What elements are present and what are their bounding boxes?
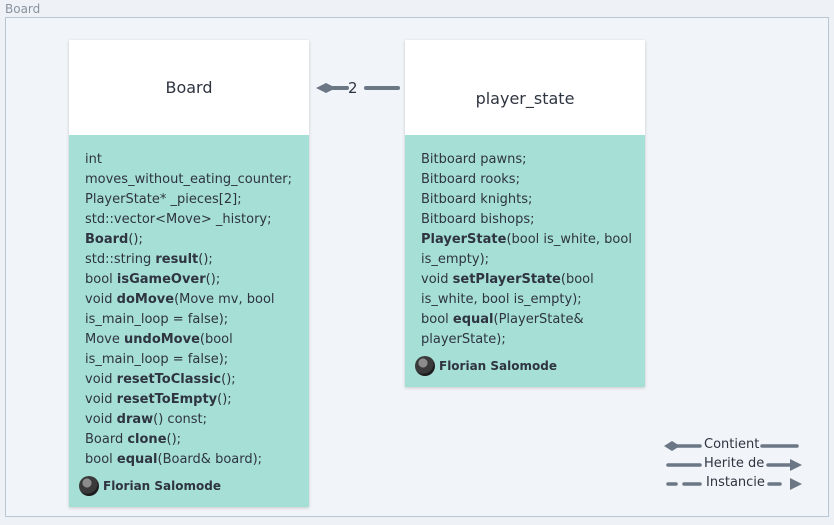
board-member: bool isGameOver(); bbox=[85, 270, 301, 290]
member-type: std::string bbox=[85, 252, 156, 267]
member-name: draw bbox=[116, 412, 154, 427]
player-state-member: bool equal(PlayerState& playerState); bbox=[421, 310, 637, 350]
class-player-state[interactable]: player_state Bitboard pawns; Bitboard roo… bbox=[405, 40, 645, 387]
member-name: undoMove bbox=[124, 332, 200, 347]
member-name: equal bbox=[116, 452, 158, 467]
member-name: doMove bbox=[116, 292, 175, 307]
legend-herite-label: Herite de bbox=[704, 456, 765, 471]
diamond-icon bbox=[316, 83, 336, 93]
legend-herite-line bbox=[666, 459, 802, 471]
member-type: bool bbox=[85, 452, 117, 467]
player-state-member: Bitboard pawns; bbox=[421, 150, 637, 170]
player-state-member: void setPlayerState(bool is_white, bool … bbox=[421, 270, 637, 310]
legend-instancie-label: Instancie bbox=[706, 475, 765, 490]
association-connector[interactable] bbox=[316, 83, 400, 93]
member-name: resetToEmpty bbox=[116, 392, 218, 407]
board-member: bool equal(Board& board); bbox=[85, 450, 301, 470]
arrow-icon bbox=[790, 459, 802, 471]
member-type: Board bbox=[85, 432, 128, 447]
board-member: Move undoMove(bool is_main_loop = false)… bbox=[85, 330, 301, 370]
board-member: std::string result(); bbox=[85, 250, 301, 270]
member-name: setPlayerState bbox=[452, 272, 561, 287]
legend-instancie-line bbox=[666, 478, 802, 490]
board-member: Board clone(); bbox=[85, 430, 301, 450]
player-state-member: Bitboard bishops; bbox=[421, 210, 637, 230]
player-state-member: Bitboard knights; bbox=[421, 190, 637, 210]
board-member: void resetToClassic(); bbox=[85, 370, 301, 390]
player-state-member: Bitboard rooks; bbox=[421, 170, 637, 190]
member-type: void bbox=[85, 372, 117, 387]
class-player-state-members: Bitboard pawns; Bitboard rooks; Bitboard k… bbox=[405, 135, 645, 387]
frame-label: Board bbox=[5, 2, 41, 16]
member-type: Move bbox=[85, 332, 124, 347]
board-member: PlayerState* _pieces[2]; bbox=[85, 190, 301, 210]
author-badge: Florian Salomode bbox=[415, 356, 637, 376]
member-type: bool bbox=[421, 312, 453, 327]
board-member: std::vector<Move> _history; bbox=[85, 210, 301, 230]
member-type: std::vector<Move> _history; bbox=[85, 212, 272, 227]
board-member: void resetToEmpty(); bbox=[85, 390, 301, 410]
member-type: void bbox=[85, 292, 117, 307]
member-type: Bitboard pawns; bbox=[421, 152, 527, 167]
member-name: equal bbox=[452, 312, 494, 327]
member-signature: (); bbox=[198, 252, 213, 267]
association-multiplicity: 2 bbox=[348, 79, 358, 97]
avatar bbox=[415, 356, 435, 376]
member-signature: (); bbox=[166, 432, 182, 447]
member-name: PlayerState bbox=[421, 232, 507, 247]
member-signature: (PlayerState& playerState); bbox=[421, 312, 584, 347]
class-board[interactable]: Board int moves_without_eating_counter; P… bbox=[69, 40, 309, 507]
player-state-member: PlayerState(bool is_white, bool is_empty… bbox=[421, 230, 637, 270]
legend-contient-label: Contient bbox=[704, 437, 760, 452]
member-signature: (); bbox=[205, 272, 221, 287]
member-signature: (); bbox=[217, 392, 232, 407]
board-member: void draw() const; bbox=[85, 410, 301, 430]
member-signature: (); bbox=[128, 232, 143, 247]
author-name: Florian Salomode bbox=[103, 479, 221, 493]
member-name: isGameOver bbox=[116, 272, 206, 287]
member-name: resetToClassic bbox=[116, 372, 222, 387]
member-signature: (bool is_main_loop = false); bbox=[85, 332, 233, 367]
board-member: void doMove(Move mv, bool is_main_loop =… bbox=[85, 290, 301, 330]
member-name: Board bbox=[85, 232, 129, 247]
member-name: clone bbox=[127, 432, 167, 447]
legend-contient-line bbox=[664, 441, 799, 451]
member-type: void bbox=[85, 412, 117, 427]
member-name: result bbox=[155, 252, 199, 267]
arrow-icon bbox=[790, 478, 802, 490]
author-badge: Florian Salomode bbox=[79, 476, 301, 496]
member-type: PlayerState* _pieces[2]; bbox=[85, 192, 242, 207]
member-signature: (Board& board); bbox=[157, 452, 263, 467]
member-type: Bitboard bishops; bbox=[421, 212, 535, 227]
board-member: int moves_without_eating_counter; bbox=[85, 150, 301, 190]
board-member: Board(); bbox=[85, 230, 301, 250]
class-board-title: Board bbox=[69, 40, 309, 135]
author-name: Florian Salomode bbox=[439, 359, 557, 373]
member-type: void bbox=[85, 392, 117, 407]
member-signature: (bool is_white, bool is_empty); bbox=[421, 232, 632, 267]
member-type: void bbox=[421, 272, 453, 287]
member-type: Bitboard rooks; bbox=[421, 172, 520, 187]
member-signature: (); bbox=[221, 372, 236, 387]
member-signature: (Move mv, bool is_main_loop = false); bbox=[85, 292, 275, 327]
class-player-state-title: player_state bbox=[405, 40, 645, 135]
member-type: bool bbox=[85, 272, 117, 287]
member-type: Bitboard knights; bbox=[421, 192, 533, 207]
avatar bbox=[79, 476, 99, 496]
member-type: int moves_without_eating_counter; bbox=[85, 152, 293, 187]
member-signature: (bool is_white, bool is_empty); bbox=[421, 272, 594, 307]
class-board-members: int moves_without_eating_counter; PlayerS… bbox=[69, 135, 309, 507]
member-signature: () const; bbox=[153, 412, 208, 427]
